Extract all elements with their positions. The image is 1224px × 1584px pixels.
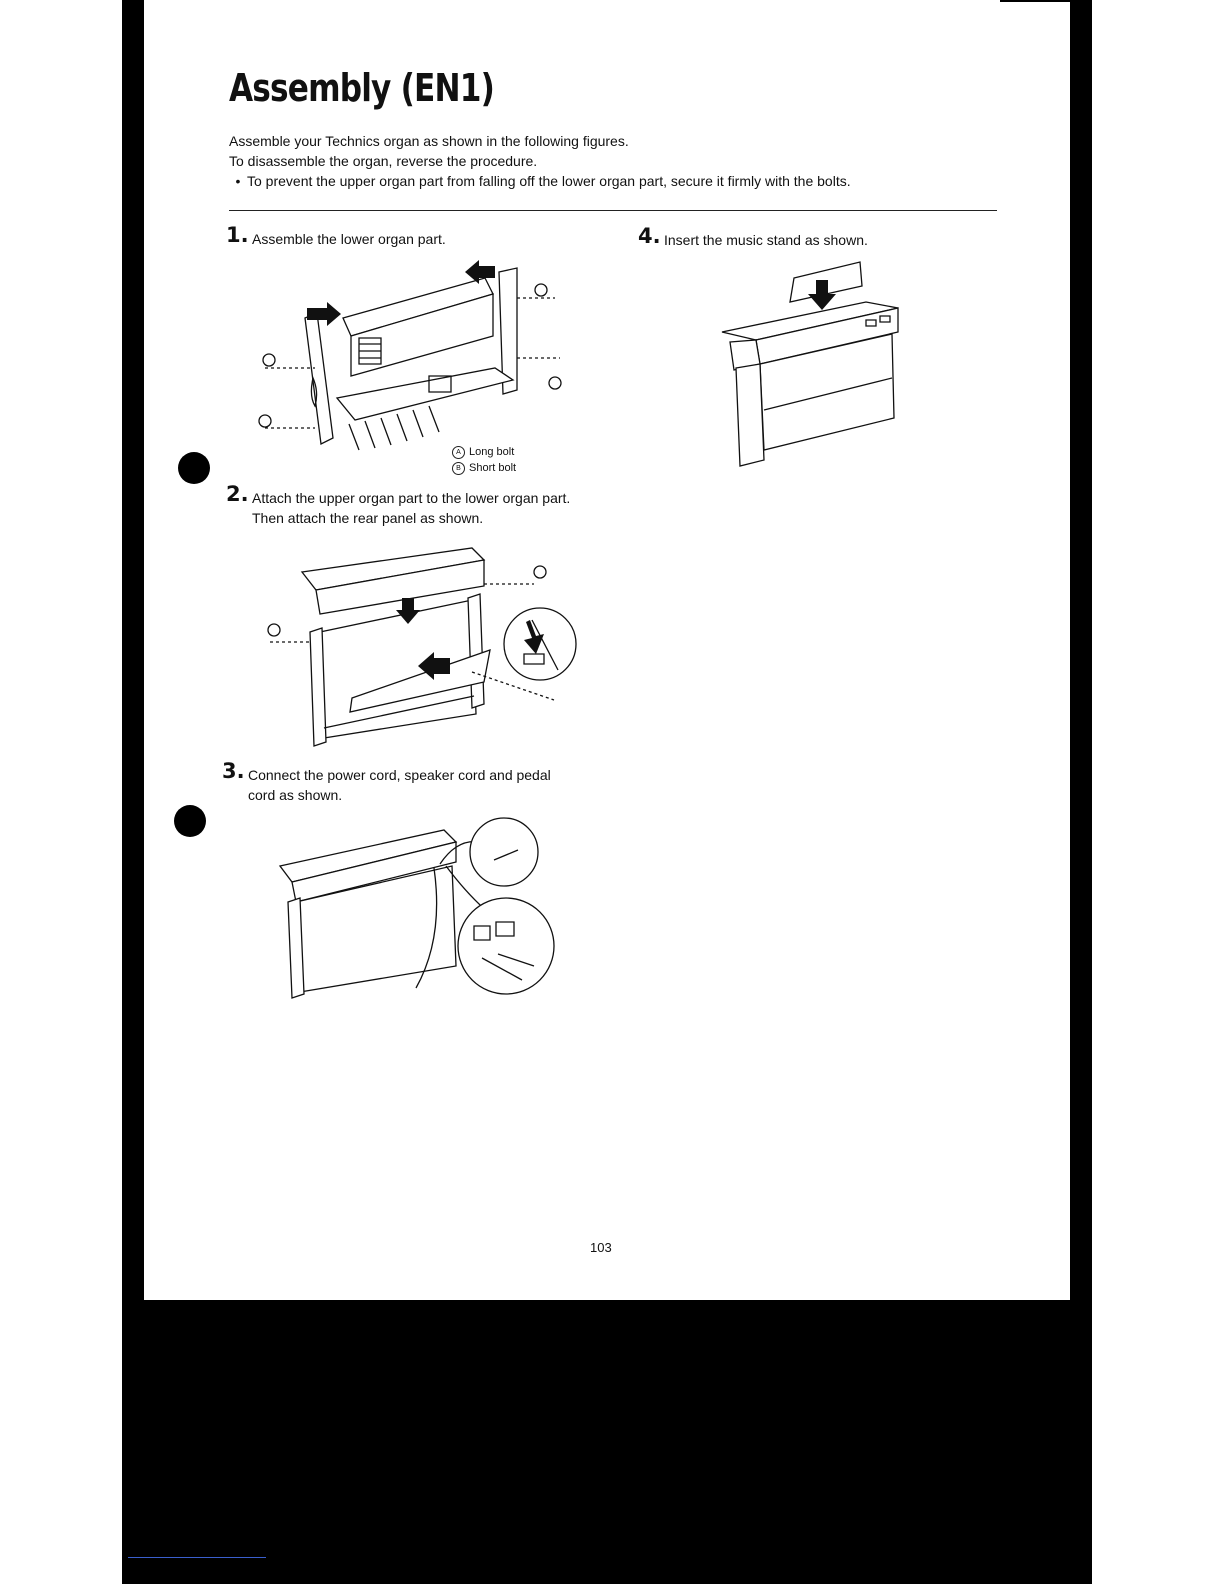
intro-line: To disassemble the organ, reverse the pr… xyxy=(229,153,538,169)
intro-text: Assemble your Technics organ as shown in… xyxy=(229,131,851,191)
page-number: 103 xyxy=(590,1240,612,1255)
legend-item-short-bolt: B Short bolt xyxy=(452,460,516,476)
step-number: 2. xyxy=(226,482,249,506)
step-2: 2. Attach the upper organ part to the lo… xyxy=(226,484,586,528)
legend-item-long-bolt: A Long bolt xyxy=(452,444,516,460)
music-stand-illustration xyxy=(716,260,902,470)
binding-hole xyxy=(178,452,210,484)
step-text: Assemble the lower organ part. xyxy=(252,231,446,247)
cord-connection-illustration xyxy=(274,816,544,998)
step-number: 3. xyxy=(222,759,245,783)
step-text: Connect the power cord, speaker cord and… xyxy=(248,767,551,803)
lower-organ-assembly-illustration xyxy=(255,260,575,468)
intro-line: Assemble your Technics organ as shown in… xyxy=(229,133,629,149)
step-4: 4. Insert the music stand as shown. xyxy=(638,226,968,250)
bolt-legend: A Long bolt B Short bolt xyxy=(452,444,516,476)
step-text: Insert the music stand as shown. xyxy=(664,232,868,248)
intro-bullet: • To prevent the upper organ part from fa… xyxy=(229,171,851,191)
legend-label: Short bolt xyxy=(469,462,517,474)
page-title: Assembly (EN1) xyxy=(229,66,495,110)
bullet-mark: • xyxy=(235,173,241,189)
link-underline xyxy=(128,1557,266,1558)
step-1: 1. Assemble the lower organ part. xyxy=(226,225,546,249)
step-text: Attach the upper organ part to the lower… xyxy=(252,490,571,526)
legend-label: Long bolt xyxy=(469,446,515,458)
upper-organ-and-rear-panel-illustration xyxy=(262,542,580,747)
section-divider xyxy=(229,210,997,211)
step-number: 1. xyxy=(226,223,249,247)
step-number: 4. xyxy=(638,224,661,248)
manual-page xyxy=(144,0,1070,1300)
bullet-text: To prevent the upper organ part from fal… xyxy=(247,173,851,189)
binding-hole xyxy=(174,805,206,837)
long-bolt-marker-icon: A xyxy=(452,445,465,459)
step-3: 3. Connect the power cord, speaker cord … xyxy=(222,761,578,805)
scan-edge xyxy=(1000,0,1070,2)
short-bolt-marker-icon: B xyxy=(452,461,465,475)
